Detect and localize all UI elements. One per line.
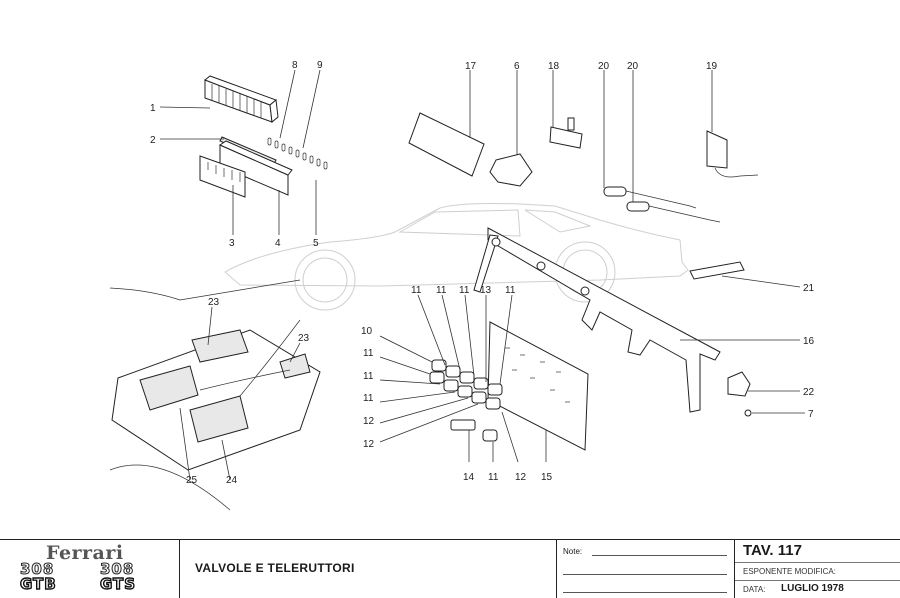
callout-11: 11 bbox=[505, 285, 516, 296]
model-variant: GTS bbox=[99, 575, 137, 593]
callout-4: 4 bbox=[275, 238, 281, 249]
callout-labels: 1 2 3 4 5 6 7 8 9 10 11 11 11 11 11 11 1… bbox=[150, 60, 815, 486]
model-variant: GTB bbox=[19, 575, 57, 593]
model-badge-gtb: 308 GTB bbox=[19, 560, 57, 593]
mounting-bracket-16 bbox=[473, 227, 800, 413]
exploded-parts-diagram: 1 2 3 4 5 6 7 8 9 10 11 11 11 11 11 11 1… bbox=[109, 60, 815, 511]
callout-20: 20 bbox=[627, 61, 639, 72]
relay-19 bbox=[706, 130, 728, 169]
callout-8: 8 bbox=[292, 60, 298, 71]
callout-11: 11 bbox=[363, 371, 374, 382]
engine-bay-view bbox=[109, 279, 321, 511]
callout-12: 12 bbox=[515, 472, 527, 483]
model-number: 308 bbox=[99, 560, 135, 578]
relay-panel-15 bbox=[379, 294, 589, 463]
callout-14: 14 bbox=[463, 472, 475, 483]
callout-6: 6 bbox=[514, 61, 520, 72]
notes-cell: Note: bbox=[557, 540, 735, 598]
revision-label: ESPONENTE MODIFICA: bbox=[743, 567, 836, 576]
note-line bbox=[592, 555, 727, 556]
callout-1: 1 bbox=[150, 103, 156, 114]
callout-24: 24 bbox=[226, 475, 238, 486]
fuses bbox=[267, 137, 328, 170]
upper-components bbox=[408, 70, 801, 288]
car-silhouette-background bbox=[224, 203, 689, 311]
callout-2: 2 bbox=[150, 135, 156, 146]
relay-18 bbox=[549, 126, 583, 149]
fuse-panel-17 bbox=[408, 112, 485, 177]
connector-6 bbox=[489, 153, 533, 187]
callout-16: 16 bbox=[803, 336, 815, 347]
notes-label: Note: bbox=[563, 547, 583, 556]
callout-15: 15 bbox=[541, 472, 553, 483]
model-number: 308 bbox=[20, 560, 55, 578]
connector-21 bbox=[689, 261, 745, 280]
table-number: TAV. 117 bbox=[743, 542, 802, 559]
callout-5: 5 bbox=[313, 238, 319, 249]
ferrari-logo: Ferrari bbox=[46, 542, 124, 564]
title-block: Ferrari 308 GTB 308 GTS VALVOLE E TELERU… bbox=[0, 539, 900, 598]
date-label: DATA: bbox=[743, 585, 766, 594]
relay-22-and-nut-7 bbox=[727, 371, 805, 417]
callout-23: 23 bbox=[208, 297, 220, 308]
callout-23: 23 bbox=[298, 333, 310, 344]
title-cell: VALVOLE E TELERUTTORI bbox=[180, 540, 557, 598]
drawing-title: VALVOLE E TELERUTTORI bbox=[195, 561, 355, 575]
callout-9: 9 bbox=[317, 60, 323, 71]
divider bbox=[735, 562, 900, 563]
condenser-20a bbox=[603, 186, 627, 197]
callout-11: 11 bbox=[488, 472, 499, 483]
callout-18: 18 bbox=[548, 61, 560, 72]
callout-12: 12 bbox=[363, 416, 375, 427]
callout-11: 11 bbox=[363, 393, 374, 404]
date-value: LUGLIO 1978 bbox=[781, 583, 844, 594]
callout-11: 11 bbox=[459, 285, 470, 296]
relay-box-24 bbox=[189, 395, 249, 443]
callout-22: 22 bbox=[803, 387, 815, 398]
callout-20: 20 bbox=[598, 61, 610, 72]
sheet-info-cell: TAV. 117 ESPONENTE MODIFICA: DATA: LUGLI… bbox=[735, 540, 900, 598]
callout-10: 10 bbox=[361, 326, 373, 337]
callout-12: 12 bbox=[363, 439, 375, 450]
note-line bbox=[563, 592, 727, 593]
callout-3: 3 bbox=[229, 238, 235, 249]
callout-19: 19 bbox=[706, 61, 718, 72]
logo-cell: Ferrari 308 GTB 308 GTS bbox=[0, 540, 180, 598]
relay-box-25 bbox=[139, 365, 199, 411]
relay-23b bbox=[279, 353, 311, 379]
note-line bbox=[563, 574, 727, 575]
callout-11: 11 bbox=[363, 348, 374, 359]
fuse-box-assembly bbox=[159, 69, 328, 235]
model-badge-gts: 308 GTS bbox=[99, 560, 137, 593]
callout-11: 11 bbox=[436, 285, 447, 296]
callout-11: 11 bbox=[411, 285, 422, 296]
divider bbox=[735, 580, 900, 581]
callout-13: 13 bbox=[480, 285, 492, 296]
relay-23a bbox=[191, 329, 249, 363]
callout-7: 7 bbox=[808, 409, 814, 420]
relays bbox=[429, 359, 503, 442]
callout-25: 25 bbox=[186, 475, 198, 486]
callout-17: 17 bbox=[465, 61, 477, 72]
condenser-20b bbox=[626, 201, 650, 212]
callout-21: 21 bbox=[803, 283, 815, 294]
